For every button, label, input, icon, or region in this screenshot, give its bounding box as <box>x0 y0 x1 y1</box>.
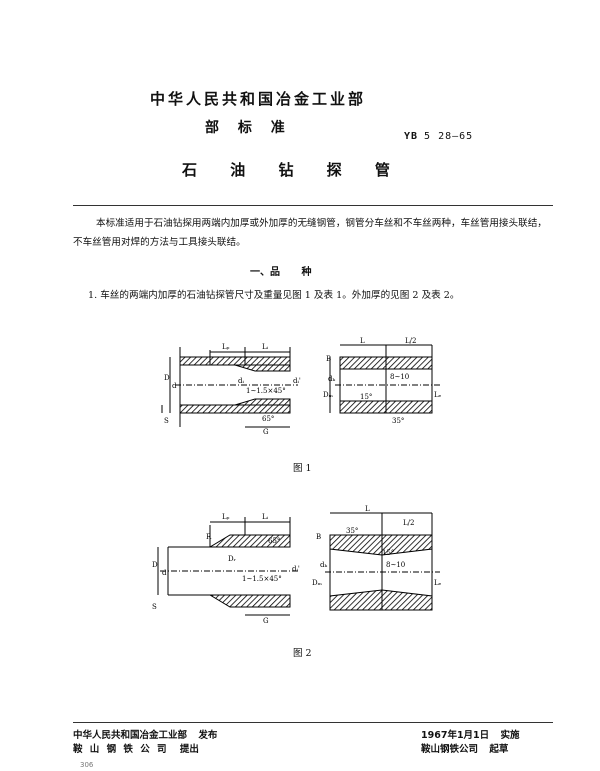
page-number: 306 <box>80 761 94 769</box>
fig1-label-B: B <box>326 355 331 363</box>
fig2-label-15: 15° <box>382 549 394 557</box>
drafter-action: 起草 <box>489 744 509 755</box>
fig1-label-35: 35° <box>392 417 404 425</box>
proposer-org: 鞍 山 钢 铁 公 司 <box>73 744 169 755</box>
fig2-label-Dr: Dᵣ <box>228 555 237 563</box>
footer-drafter: 鞍山钢铁公司 起草 <box>421 741 508 755</box>
footer-rule <box>73 722 553 723</box>
fig1-label-G: G <box>263 428 269 435</box>
clause-1: 1. 车丝的两端内加厚的石油钻探管尺寸及重量见图 1 及表 1。外加厚的见图 2… <box>88 290 460 301</box>
footer-effective-date: 1967年1月1日 实施 <box>421 727 520 741</box>
fig1-label-d: d <box>172 382 177 390</box>
effective-action: 实施 <box>500 730 520 741</box>
section-title: 一、品 种 <box>250 267 312 278</box>
standard-code-prefix: YB <box>404 131 419 142</box>
figure-1-caption: 图 1 <box>293 463 312 474</box>
fig1-label-L: L <box>360 337 365 345</box>
intro-paragraph: 本标准适用于石油钻探用两端内加厚或外加厚的无缝钢管，钢管分车丝和不车丝两种，车丝… <box>73 218 547 248</box>
fig2-label-35: 35° <box>346 527 358 535</box>
fig2-label-lp: Lₚ <box>222 513 230 521</box>
fig2-label-D: D <box>152 561 158 569</box>
fig2-label-half: L/2 <box>403 519 414 527</box>
standard-code-number: 5 28—65 <box>424 131 474 142</box>
fig2-label-Le: Lₑ <box>434 579 442 587</box>
footer-proposer: 鞍 山 钢 铁 公 司 提出 <box>73 741 199 755</box>
fig1-label-S: S <box>164 417 169 425</box>
fig1-label-Dm: Dₘ <box>323 391 334 399</box>
header-rule <box>73 205 553 206</box>
fig1-label-range: 8~10 <box>390 373 409 381</box>
issuer-action: 发布 <box>198 730 218 741</box>
proposer-action: 提出 <box>179 744 199 755</box>
fig2-label-G: G <box>263 617 269 625</box>
fig1-label-65: 65° <box>262 415 274 423</box>
fig2-label-li: Lᵢ <box>262 513 269 521</box>
fig1-label-chamfer: 1~1.5×45° <box>246 387 286 395</box>
figure-1-drawing: Lₚ Lᵢ d D S dᵢ dᵢ' 1~1.5×45° 65° G L L/2… <box>161 337 442 435</box>
fig1-label-dk: dₖ <box>328 375 335 383</box>
fig1-label-D: D <box>164 374 170 382</box>
footer-issuer: 中华人民共和国冶金工业部 发布 <box>73 727 217 741</box>
standard-label: 部 标 准 <box>205 120 285 136</box>
fig2-label-65: 65° <box>268 537 280 545</box>
fig1-label-15: 15° <box>360 393 372 401</box>
fig2-label-B: B <box>316 533 321 541</box>
effective-date: 1967年1月1日 <box>421 730 490 741</box>
fig1-label-half: L/2 <box>405 337 416 345</box>
fig2-label-R: R <box>206 533 212 541</box>
ministry-name: 中华人民共和国冶金工业部 <box>150 90 367 108</box>
figure-2-drawing: Lₚ Lᵢ R Dᵣ d D S dᵢ' 1~1.5×45° 65° G L L… <box>152 505 442 625</box>
fig2-label-range: 8~10 <box>386 561 405 569</box>
fig2-label-L: L <box>365 505 370 513</box>
fig1-label-di: dᵢ <box>238 377 244 385</box>
drafter-org: 鞍山钢铁公司 <box>421 744 479 755</box>
fig2-label-d: d <box>162 569 167 577</box>
issuer-org: 中华人民共和国冶金工业部 <box>73 730 188 741</box>
document-title: 石 油 钻 探 管 <box>182 161 404 179</box>
figure-2-caption: 图 2 <box>293 648 312 659</box>
fig1-label-di2: dᵢ' <box>293 377 301 385</box>
fig2-label-dk: dₖ <box>320 561 327 569</box>
fig2-label-chamfer: 1~1.5×45° <box>242 575 282 583</box>
fig1-label-Le: Lₑ <box>434 391 442 399</box>
fig1-label-li: Lᵢ <box>262 343 269 351</box>
fig2-label-di: dᵢ' <box>292 565 300 573</box>
fig1-label-lp: Lₚ <box>222 343 230 351</box>
fig2-label-Dm: Dₘ <box>312 579 323 587</box>
standard-code: YB 5 28—65 <box>404 131 473 142</box>
fig2-label-S: S <box>152 603 157 611</box>
